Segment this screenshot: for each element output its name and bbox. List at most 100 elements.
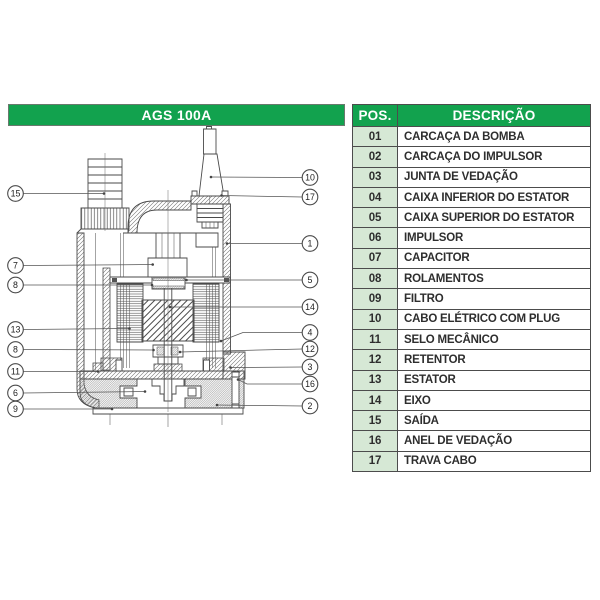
pos-cell: 16 [352, 430, 398, 452]
callout-leader-7 [23, 265, 152, 266]
callout-circle-10 [302, 170, 318, 186]
callout-dot-6 [143, 390, 147, 393]
pos-cell: 07 [352, 247, 398, 270]
capacitor [148, 258, 187, 277]
callout-circle-8 [8, 342, 24, 358]
callout-dot-15 [102, 192, 106, 195]
callout-circle-5 [302, 272, 318, 288]
cable-boot [199, 154, 224, 196]
pos-cell: 13 [352, 369, 398, 391]
description-cell: EIXO [397, 389, 591, 412]
description-cell: CARCAÇA DO IMPULSOR [397, 146, 591, 168]
callout-dot-12 [178, 350, 182, 354]
callout-leader-6 [23, 392, 145, 394]
callout-circle-17 [302, 189, 318, 205]
description-cell: ROLAMENTOS [397, 268, 591, 290]
pos-cell: 04 [352, 186, 398, 209]
callout-dot-8 [152, 348, 155, 352]
pos-cell: 08 [352, 268, 398, 290]
stator-lower-housing-wall [103, 268, 110, 370]
callout-circle-11 [8, 364, 24, 380]
parts-table-header-row: POS. DESCRIÇÃO [352, 104, 591, 127]
callout-leader-2 [217, 405, 302, 406]
casing-top-handle [128, 201, 191, 233]
callout-dot-17 [220, 194, 223, 197]
callout-dot-11 [96, 370, 100, 373]
col-header-desc: DESCRIÇÃO [397, 104, 591, 127]
pos-cell: 12 [352, 349, 398, 371]
callout-leader-17 [222, 196, 303, 198]
description-cell: ANEL DE VEDAÇÃO [397, 430, 591, 452]
diagram-title: AGS 100A [141, 107, 212, 123]
description-cell: JUNTA DE VEDAÇÃO [397, 166, 591, 188]
volute-left [80, 379, 137, 408]
callout-dot-2 [215, 403, 219, 407]
callout-dot-10 [209, 175, 213, 179]
seal-plate [80, 371, 244, 379]
callout-leader-12 [180, 349, 302, 352]
stator-winding-right [193, 284, 219, 342]
description-cell: RETENTOR [397, 349, 591, 371]
description-cell: CABO ELÉTRICO COM PLUG [397, 308, 591, 330]
pos-cell: 05 [352, 207, 398, 229]
description-cell: CAIXA SUPERIOR DO ESTATOR [397, 207, 591, 229]
stator-winding-left [117, 284, 143, 342]
description-cell: CAPACITOR [397, 247, 591, 270]
pos-cell: 11 [352, 328, 398, 351]
callout-dot-4 [219, 339, 223, 343]
callout-circle-1 [302, 236, 318, 252]
callout-dot-9 [110, 407, 114, 411]
pos-cell: 06 [352, 227, 398, 249]
outlet-hose-barb [77, 153, 129, 233]
callout-number-11: 11 [11, 367, 20, 377]
callout-number-7: 7 [13, 261, 18, 271]
callout-circle-13 [8, 322, 24, 338]
callout-number-3: 3 [308, 362, 313, 372]
description-cell: TRAVA CABO [397, 450, 591, 473]
callout-number-8: 8 [13, 345, 18, 355]
pos-cell: 14 [352, 389, 398, 412]
callout-circle-8 [8, 277, 24, 293]
description-cell: SELO MECÂNICO [397, 328, 591, 351]
callout-circle-9 [8, 401, 24, 417]
callout-number-5: 5 [308, 275, 313, 285]
callout-leader-16 [238, 380, 302, 385]
callout-number-1: 1 [308, 239, 313, 249]
callout-number-13: 13 [11, 325, 21, 335]
description-cell: FILTRO [397, 288, 591, 310]
volute-right [185, 379, 244, 408]
description-cell: CAIXA INFERIOR DO ESTATOR [397, 186, 591, 209]
callout-circle-2 [302, 398, 318, 414]
callout-number-15: 15 [11, 189, 21, 199]
callout-number-17: 17 [305, 192, 315, 202]
callout-dot-7 [151, 263, 154, 266]
callout-number-6: 6 [13, 388, 18, 398]
callout-number-16: 16 [305, 379, 315, 389]
pos-cell: 15 [352, 410, 398, 432]
description-cell: IMPULSOR [397, 227, 591, 249]
callout-number-12: 12 [305, 344, 315, 354]
impeller-vane-right [188, 388, 196, 396]
impeller-and-base [80, 352, 245, 427]
callout-dot-8 [150, 283, 154, 287]
callout-leader-13 [23, 329, 129, 330]
callout-dot-16 [236, 378, 240, 381]
callout-circle-16 [302, 376, 318, 392]
